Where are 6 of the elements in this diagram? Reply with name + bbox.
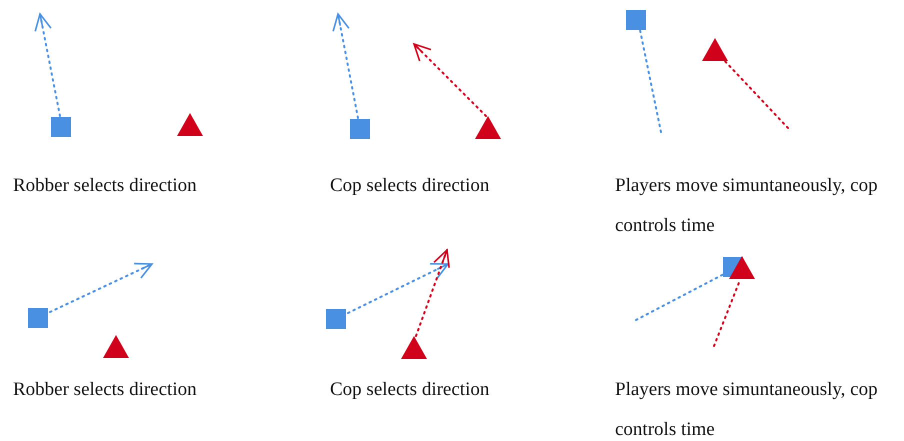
caption: Robber selects direction [13, 174, 198, 198]
caption: Players move simuntaneously, cop controls time [615, 378, 879, 441]
caption: Cop selects direction [330, 378, 490, 402]
caption: Players move simuntaneously, cop controls time [615, 174, 879, 238]
caption: Robber selects direction [13, 378, 198, 402]
caption: Cop selects direction [330, 174, 490, 198]
